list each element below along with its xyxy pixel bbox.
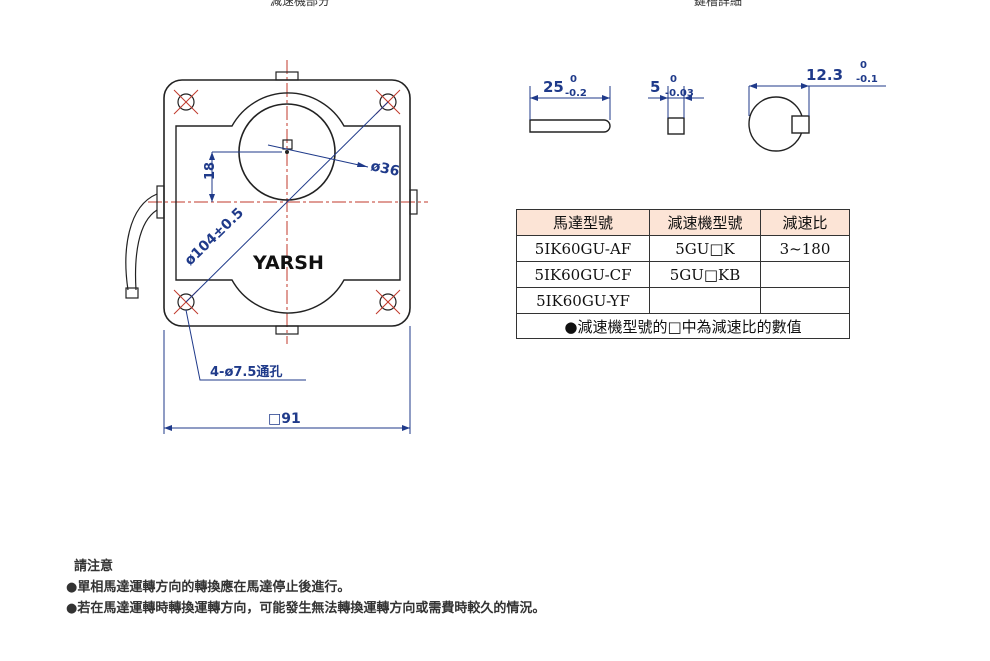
model-table: 馬達型號 減速機型號 減速比 5IK60GU-AF 5GU□K 3~180 5I… bbox=[516, 209, 850, 339]
cell-motor-model: 5IK60GU-AF bbox=[516, 235, 650, 262]
shaft-dia-label: ø36 bbox=[369, 158, 401, 180]
key-width-detail: 5 0 -0.03 bbox=[648, 74, 704, 135]
shaft-height-tol-upper: 0 bbox=[860, 60, 867, 71]
cell-ratio bbox=[760, 287, 850, 314]
center-lines bbox=[148, 60, 428, 344]
note-item: ●單相馬達運轉方向的轉換應在馬達停止後進行。 bbox=[66, 580, 351, 595]
top-tab bbox=[275, 71, 299, 81]
shaft-center bbox=[285, 150, 289, 154]
motor-cable bbox=[125, 193, 158, 299]
table-row: 5IK60GU-YF bbox=[516, 287, 850, 314]
key-width-tol-upper: 0 bbox=[670, 74, 677, 85]
shaft-height-tol-lower: -0.1 bbox=[856, 74, 878, 85]
shaft-section-detail: 12.3 0 -0.1 bbox=[748, 60, 886, 152]
pcd-label: ø104±0.5 bbox=[182, 205, 247, 269]
cell-motor-model: 5IK60GU-CF bbox=[516, 261, 650, 288]
shaft-height-value: 12.3 bbox=[806, 66, 843, 84]
key-width-tol-lower: -0.03 bbox=[665, 88, 694, 99]
side-tab bbox=[409, 189, 418, 215]
header-gearbox-model: 減速機型號 bbox=[649, 209, 761, 236]
cell-gearbox-model bbox=[649, 287, 761, 314]
header-ratio: 減速比 bbox=[760, 209, 850, 236]
table-row: 5IK60GU-AF 5GU□K 3~180 bbox=[516, 235, 850, 262]
table-header-row: 馬達型號 減速機型號 減速比 bbox=[516, 209, 850, 236]
cell-ratio: 3~180 bbox=[760, 235, 850, 262]
left-section-heading: 減速機部分 bbox=[270, 0, 331, 8]
key-width-value: 5 bbox=[650, 78, 660, 96]
table-note-row: ●減速機型號的□中為減速比的數值 bbox=[516, 313, 850, 339]
key-length-value: 25 bbox=[543, 78, 564, 96]
brand-logo: YARSH bbox=[252, 252, 324, 274]
table-note: ●減速機型號的□中為減速比的數值 bbox=[516, 313, 850, 339]
header-motor-model: 馬達型號 bbox=[516, 209, 650, 236]
square-label: □91 bbox=[268, 411, 301, 427]
mounting-holes bbox=[177, 93, 397, 311]
notes-title: 請注意 bbox=[74, 559, 114, 574]
offset-label: 18 bbox=[203, 162, 218, 180]
key-length-tol-upper: 0 bbox=[570, 74, 577, 85]
cell-gearbox-model: 5GU□K bbox=[649, 235, 761, 262]
cell-ratio bbox=[760, 261, 850, 288]
holes-label: 4-ø7.5通孔 bbox=[210, 364, 282, 380]
cell-motor-model: 5IK60GU-YF bbox=[516, 287, 650, 314]
cell-gearbox-model: 5GU□KB bbox=[649, 261, 761, 288]
key-length-tol-lower: -0.2 bbox=[565, 88, 587, 99]
bottom-tab bbox=[275, 325, 299, 335]
note-item: ●若在馬達運轉時轉換運轉方向，可能發生無法轉換運轉方向或需費時較久的情況。 bbox=[66, 601, 546, 616]
table-row: 5IK60GU-CF 5GU□KB bbox=[516, 261, 850, 288]
notes-section: 請注意 ●單相馬達運轉方向的轉換應在馬達停止後進行。 ●若在馬達運轉時轉換運轉方… bbox=[66, 556, 545, 619]
right-section-heading: 鍵槽詳細 bbox=[694, 0, 743, 8]
key-length-detail: 25 0 -0.2 bbox=[529, 74, 611, 133]
cable-tab bbox=[156, 185, 165, 219]
gearbox-face bbox=[175, 92, 401, 314]
